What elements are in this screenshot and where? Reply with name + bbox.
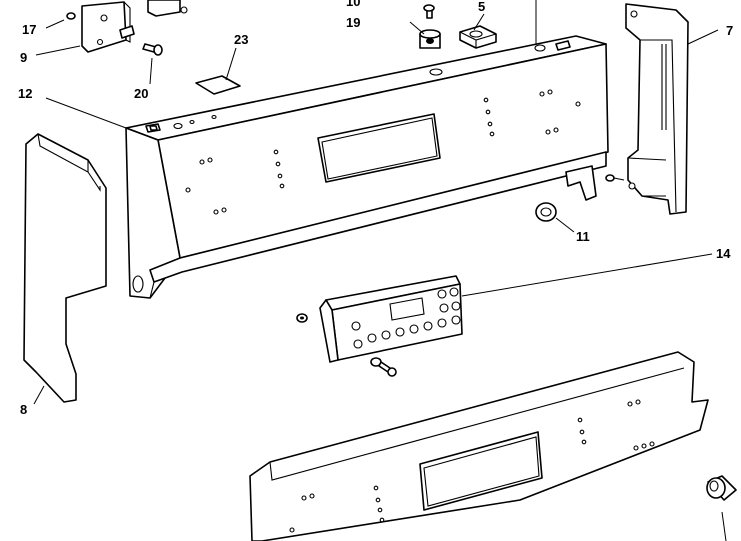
callout-12: 12 [18,86,32,101]
control-knob [706,475,737,501]
part-9-switch-block [81,1,135,53]
callout-23: 23 [234,32,248,47]
callout-19: 19 [346,15,360,30]
front-fascia-panel [249,351,709,541]
part-14-spacer [296,313,308,323]
part-11-knob [535,202,557,222]
part-17-screw [66,12,76,20]
callout-7: 7 [726,23,733,38]
part-8-left-end-cap [23,133,107,403]
part-7-right-end-cap [625,3,689,215]
callout-11: 11 [576,229,590,244]
part-12-control-housing [125,35,609,299]
callout-8: 8 [20,402,27,417]
part-23-plate [195,75,241,95]
callout-9: 9 [20,50,27,65]
part-19-knob [419,4,441,49]
leader-lines [33,0,727,541]
callout-10: 10 [346,0,360,9]
part-7-screw [605,174,625,182]
callout-20: 20 [134,86,148,101]
part-14-screws [370,357,397,377]
callout-14: 14 [716,246,731,261]
part-20-screw [142,43,163,56]
callout-5: 5 [478,0,485,14]
part-14-timer-module [319,275,463,363]
top-bracket-part [147,0,188,17]
callout-17: 17 [22,22,36,37]
part-5-bracket [459,25,497,49]
